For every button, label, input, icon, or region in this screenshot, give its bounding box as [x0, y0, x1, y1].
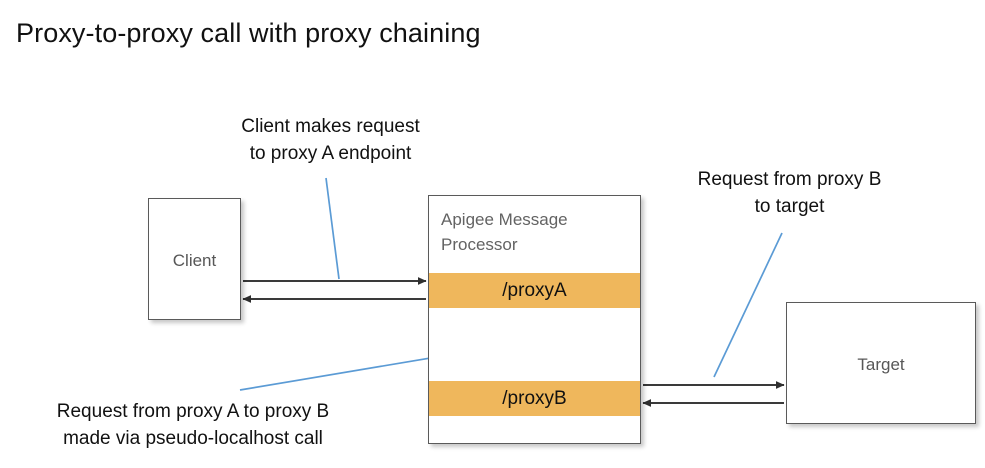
annotation-client-request: Client makes request to proxy A endpoint: [241, 116, 420, 164]
proxy-b-band[interactable]: /proxyB: [429, 381, 640, 416]
annotation-chaining-note: Request from proxy A to proxy B made via…: [56, 401, 330, 449]
target-node-label: Target: [857, 355, 905, 374]
proxy-a-band[interactable]: /proxyA: [429, 273, 640, 308]
client-node-label: Client: [172, 251, 217, 270]
annotation-target-request: Request from proxy B to target: [697, 169, 882, 217]
message-processor-title: Apigee Message Processor: [441, 210, 568, 254]
message-processor-node[interactable]: Apigee Message Processor /proxyA /proxyB: [428, 195, 641, 444]
client-node[interactable]: Client: [148, 198, 241, 320]
target-node[interactable]: Target: [786, 302, 976, 424]
leader-line-target-request: [713, 232, 783, 378]
page-title: Proxy-to-proxy call with proxy chaining: [16, 18, 481, 48]
leader-line-client-request: [325, 177, 340, 280]
